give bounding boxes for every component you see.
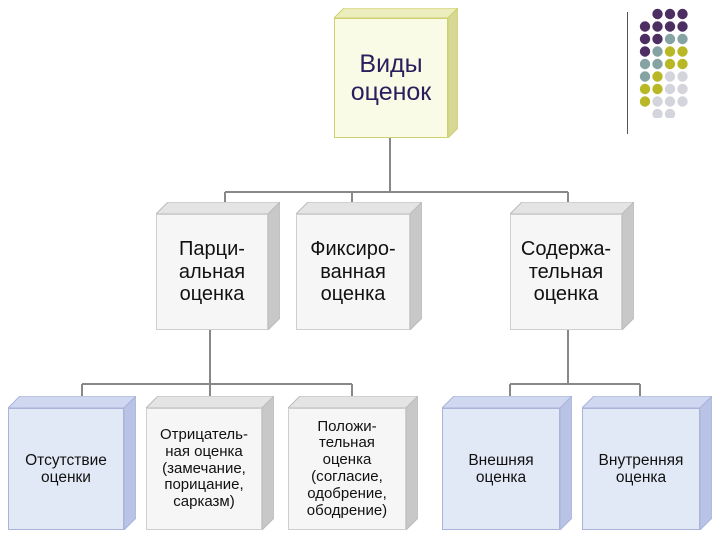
decorative-dot [639, 83, 651, 95]
decorative-dot [677, 21, 688, 32]
fixed-box-shape [296, 202, 422, 330]
decorative-dot [664, 83, 676, 95]
decorative-dot [652, 46, 663, 57]
decorative-dot [677, 83, 688, 95]
partial-box-shape [156, 202, 280, 330]
root-node-assessment-types: Виды оценок [334, 8, 458, 138]
decorative-dot [652, 58, 663, 70]
fixed-label: Фиксиро- ванная оценка [310, 238, 396, 306]
decorative-dot [677, 58, 688, 70]
decorative-dot [664, 96, 676, 107]
node-absence-of-assessment: Отсутствие оценки [8, 396, 136, 530]
decorative-dot [639, 58, 651, 70]
decorative-dot [652, 21, 663, 32]
decorative-dot [652, 83, 663, 95]
root-box-shape [334, 8, 458, 138]
decorative-dot [664, 58, 676, 70]
absence-box-shape [8, 396, 136, 530]
content-box-shape [510, 202, 634, 330]
decorative-dot [652, 108, 663, 118]
positive-box-shape [288, 396, 418, 530]
decorative-dot [664, 21, 676, 32]
node-partial-assessment: Парци- альная оценка [156, 202, 280, 330]
root-label: Виды оценок [350, 50, 432, 106]
decorative-dot [677, 96, 688, 107]
decorative-dot [652, 96, 663, 107]
node-content-assessment: Содержа- тельная оценка [510, 202, 634, 330]
positive-label: Положи- тельная оценка (согласие, одобре… [306, 417, 388, 519]
node-negative-assessment: Отрицатель- ная оценка (замечание, пориц… [146, 396, 274, 530]
decorative-dot [652, 71, 663, 82]
decorative-dot [677, 33, 688, 45]
negative-label: Отрицатель- ная оценка (замечание, пориц… [160, 426, 248, 511]
decorative-dot [664, 33, 676, 45]
decorative-dot [677, 46, 688, 57]
node-external-assessment: Внешняя оценка [442, 396, 572, 530]
node-internal-assessment: Внутренняя оценка [582, 396, 712, 530]
negative-box-shape [146, 396, 274, 530]
decorative-dot [677, 8, 688, 20]
decorative-dot-grid [639, 8, 688, 118]
decorative-dot [664, 71, 676, 82]
decorative-dot [639, 21, 651, 32]
decorative-divider [627, 12, 628, 134]
content-label: Содержа- тельная оценка [520, 238, 612, 306]
decorative-dot [664, 108, 676, 118]
decorative-dot [677, 71, 688, 82]
node-positive-assessment: Положи- тельная оценка (согласие, одобре… [288, 396, 418, 530]
external-label: Внешняя оценка [468, 451, 534, 486]
node-fixed-assessment: Фиксиро- ванная оценка [296, 202, 422, 330]
external-box-shape [442, 396, 572, 530]
decorative-dot [664, 46, 676, 57]
decorative-dot [652, 33, 663, 45]
decorative-dot [652, 8, 663, 20]
partial-label: Парци- альная оценка [178, 238, 246, 306]
decorative-dot [639, 33, 651, 45]
internal-box-shape [582, 396, 712, 530]
decorative-dot [664, 8, 676, 20]
decorative-dot [639, 71, 651, 82]
absence-label: Отсутствие оценки [25, 451, 107, 486]
internal-label: Внутренняя оценка [598, 451, 684, 486]
decorative-dot [639, 96, 651, 107]
decorative-dot [639, 46, 651, 57]
